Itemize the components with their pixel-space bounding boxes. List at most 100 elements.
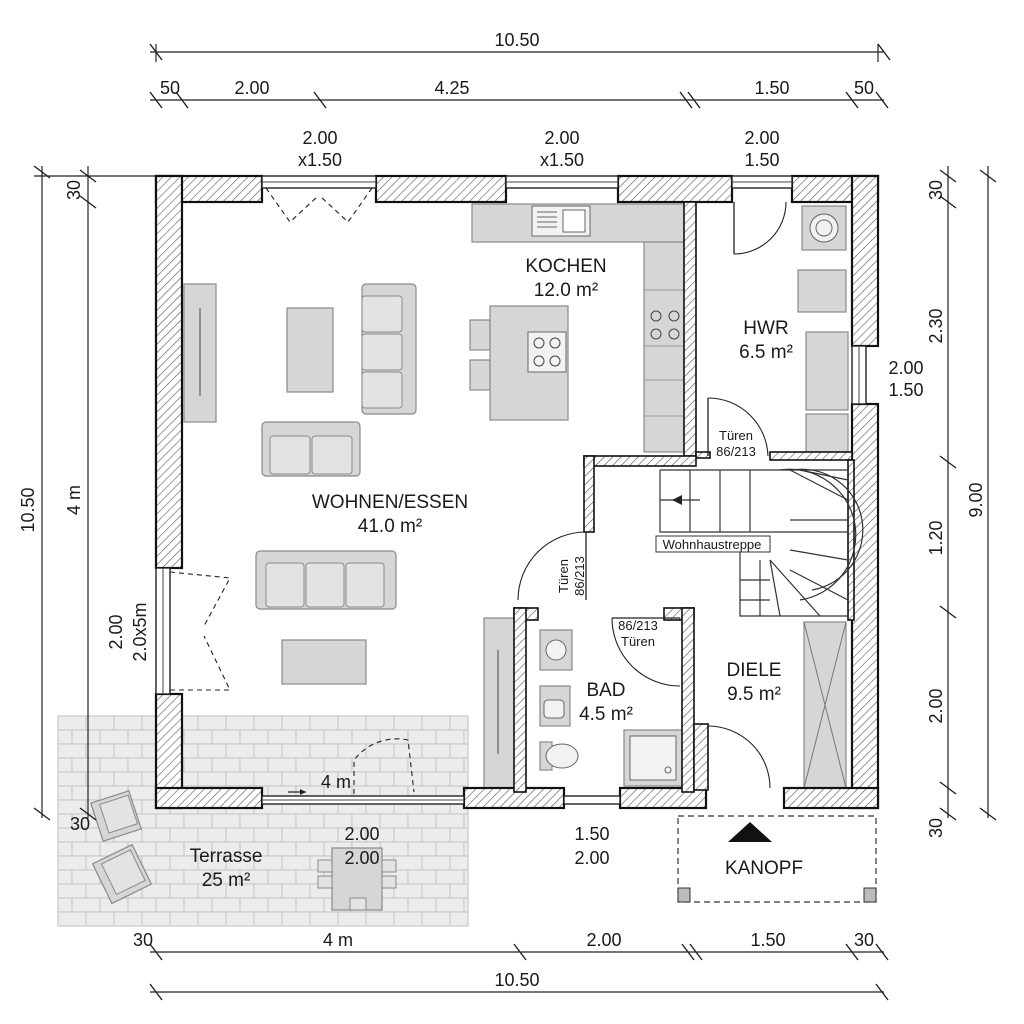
paver-tile xyxy=(113,743,143,759)
room-wohnen-name: WOHNEN/ESSEN xyxy=(312,492,468,513)
hwr-appliances xyxy=(797,205,849,455)
paver-tile xyxy=(407,729,437,745)
paver-tile xyxy=(169,827,199,843)
paver-tile xyxy=(435,757,465,773)
paver-tile xyxy=(113,771,143,787)
paver-tile xyxy=(407,841,437,857)
paver-tile xyxy=(267,841,297,857)
paver-tile xyxy=(309,911,339,927)
staircase xyxy=(659,468,864,617)
paver-tile xyxy=(435,897,465,913)
paver-tile xyxy=(351,729,381,745)
paver-tile xyxy=(141,855,171,871)
room-wohnen-area: 41.0 m² xyxy=(358,516,422,537)
paver-tile xyxy=(85,715,115,731)
dimension-lines xyxy=(33,43,997,1001)
kitchen-island xyxy=(469,305,569,421)
window-top-mid-label-1: 2.00 xyxy=(544,128,579,148)
bath-fixtures xyxy=(539,629,683,787)
door-hwr-label-2: 86/213 xyxy=(716,444,756,459)
coffee-table-top xyxy=(286,307,334,393)
room-terrasse-area: 25 m² xyxy=(202,870,251,891)
paver-tile xyxy=(379,897,409,913)
dim-right-seg-2: 2.30 xyxy=(926,308,946,343)
window-left-label-2: 2.0x5m xyxy=(130,602,150,661)
dim-bottom-seg-2: 4 m xyxy=(323,930,353,950)
paver-tile xyxy=(71,757,101,773)
paver-tile xyxy=(407,813,437,829)
paver-tile xyxy=(183,729,213,745)
window-terrace-label-2: 2.00 xyxy=(344,848,379,868)
paver-tile xyxy=(449,911,469,927)
terrace-furniture xyxy=(90,790,397,911)
paver-tile xyxy=(393,715,423,731)
dim-top-total: 10.50 xyxy=(494,30,539,50)
paver-tile xyxy=(239,897,269,913)
paver-tile xyxy=(435,841,465,857)
paver-tile xyxy=(127,757,157,773)
dim-bottom-seg-5: 30 xyxy=(854,930,874,950)
paver-tile xyxy=(197,743,227,759)
door-hwr-label-1: Türen xyxy=(719,428,753,443)
paver-tile xyxy=(393,855,423,871)
window-right-label-2: 1.50 xyxy=(888,380,923,400)
paver-tile xyxy=(309,743,339,759)
paver-tile xyxy=(57,883,87,899)
paver-tile xyxy=(253,827,283,843)
window-top-right-label-2: 1.50 xyxy=(744,150,779,170)
window-bottom-right-label-2: 2.00 xyxy=(574,848,609,868)
paver-tile xyxy=(197,771,227,787)
room-terrasse-name: Terrasse xyxy=(190,846,263,867)
paver-tile xyxy=(421,855,451,871)
room-kochen-area: 12.0 m² xyxy=(534,280,598,301)
paver-tile xyxy=(323,757,353,773)
paver-tile xyxy=(225,743,255,759)
paver-tile xyxy=(253,883,283,899)
dim-left-seg-3: 30 xyxy=(70,814,90,834)
paver-tile xyxy=(57,715,87,731)
paver-tile xyxy=(407,897,437,913)
paver-tile xyxy=(183,757,213,773)
paver-tile xyxy=(323,729,353,745)
paver-tile xyxy=(267,757,297,773)
window-bottom-right-label-1: 1.50 xyxy=(574,824,609,844)
dim-left-seg-2: 4 m xyxy=(64,485,84,515)
canopy xyxy=(677,815,877,903)
room-bad-name: BAD xyxy=(586,680,625,701)
paver-tile xyxy=(57,743,87,759)
paver-tile xyxy=(57,897,73,913)
paver-tile xyxy=(393,827,423,843)
paver-tile xyxy=(113,911,143,927)
paver-tile xyxy=(435,869,465,885)
paver-tile xyxy=(169,911,199,927)
dim-top-seg-5: 50 xyxy=(854,78,874,98)
paver-tile xyxy=(85,771,115,787)
paver-tile xyxy=(309,827,339,843)
paver-tile xyxy=(57,771,87,787)
paver-tile xyxy=(253,771,283,787)
paver-tile xyxy=(379,757,409,773)
paver-tile xyxy=(211,897,241,913)
paver-tile xyxy=(267,869,297,885)
paver-tile xyxy=(57,785,73,801)
paver-tile xyxy=(197,827,227,843)
paver-tile xyxy=(449,855,469,871)
outer-walls xyxy=(154,174,880,810)
dim-top-seg-1: 50 xyxy=(160,78,180,98)
paver-tile xyxy=(155,813,185,829)
paver-tile xyxy=(57,757,73,773)
window-bottom-left-label: 4 m xyxy=(321,772,351,792)
terrace-pavers xyxy=(57,715,469,927)
paver-tile xyxy=(281,855,311,871)
paver-tile xyxy=(281,715,311,731)
paver-tile xyxy=(393,883,423,899)
kitchen-counter xyxy=(471,203,685,453)
paver-tile xyxy=(365,911,395,927)
paver-tile xyxy=(57,911,87,927)
room-kochen-name: KOCHEN xyxy=(525,256,606,277)
paver-tile xyxy=(71,897,101,913)
paver-tile xyxy=(239,813,269,829)
paver-tile xyxy=(379,813,409,829)
paver-tile xyxy=(183,813,213,829)
